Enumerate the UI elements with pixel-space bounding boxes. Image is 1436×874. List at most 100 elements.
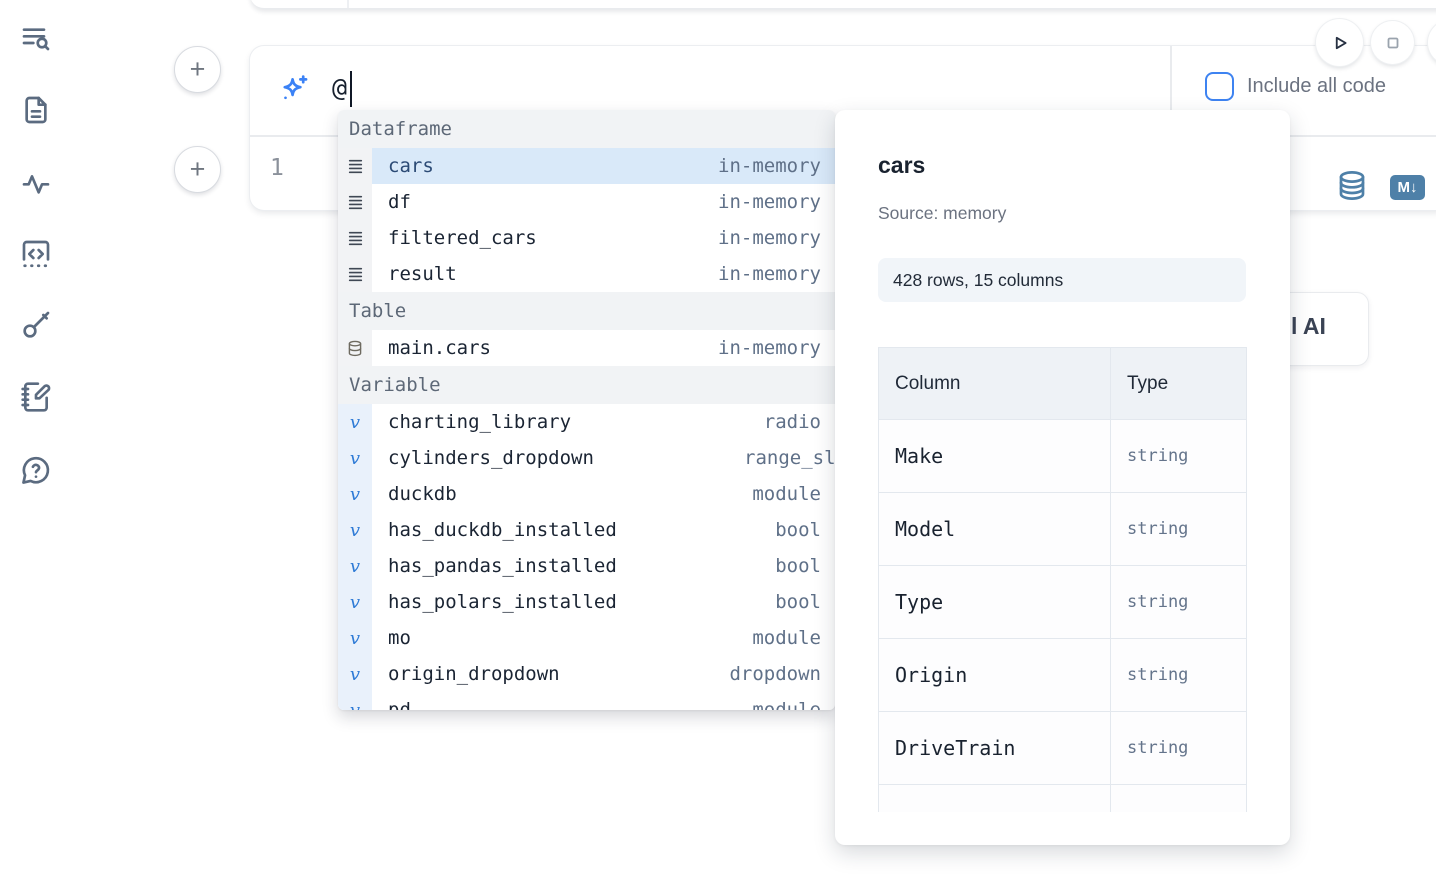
autocomplete-item-cars[interactable]: cars in-memory (338, 148, 835, 184)
item-name: has_polars_installed (388, 591, 617, 613)
dataframe-icon (338, 148, 372, 184)
schema-column-name: Origin (878, 638, 1111, 712)
file-document-icon[interactable] (20, 94, 52, 126)
item-name: duckdb (388, 483, 457, 505)
item-type: bool (775, 519, 821, 541)
autocomplete-item-cylinders_dropdown[interactable]: v cylinders_dropdown range_sli (338, 440, 835, 476)
dataframe-icon (338, 256, 372, 292)
markdown-export-icon[interactable]: M↓ (1390, 175, 1425, 200)
item-name: origin_dropdown (388, 663, 560, 685)
schema-header-type: Type (1110, 347, 1247, 420)
variable-icon: v (338, 548, 372, 584)
item-type: bool (775, 591, 821, 613)
autocomplete-item-main.cars[interactable]: main.cars in-memory (338, 330, 835, 366)
preview-panel: cars Source: memory 428 rows, 15 columns… (835, 110, 1290, 845)
autocomplete-item-filtered_cars[interactable]: filtered_cars in-memory (338, 220, 835, 256)
autocomplete-item-has_pandas_installed[interactable]: v has_pandas_installed bool (338, 548, 835, 584)
schema-column-type: string (1110, 565, 1247, 639)
variable-icon: v (338, 512, 372, 548)
dataframe-icon (338, 184, 372, 220)
key-secrets-icon[interactable] (20, 309, 52, 341)
variable-icon: v (338, 476, 372, 512)
schema-column-name: Model (878, 492, 1111, 566)
schema-header-row: Column Type (878, 347, 1247, 420)
schema-header-column: Column (878, 347, 1111, 420)
schema-column-type: string (1110, 492, 1247, 566)
item-type: in-memory (718, 155, 821, 177)
item-name: result (388, 263, 457, 285)
item-type: in-memory (718, 337, 821, 359)
item-name: cars (388, 155, 434, 177)
autocomplete-section-variable: Variable (338, 366, 835, 404)
variable-icon: v (338, 620, 372, 656)
text-cursor (350, 71, 352, 107)
previous-cell-edge (250, 0, 1436, 9)
schema-column-name: Make (878, 419, 1111, 493)
partial-ai-button-label: l AI (1291, 313, 1326, 339)
item-name: cylinders_dropdown (388, 447, 594, 469)
scratchpad-notebook-icon[interactable] (20, 381, 52, 413)
preview-source: Source: memory (878, 203, 1007, 223)
item-type: in-memory (718, 263, 821, 285)
autocomplete-item-result[interactable]: result in-memory (338, 256, 835, 292)
variable-icon: v (338, 656, 372, 692)
schema-row-partial (878, 784, 1247, 812)
item-type: module (752, 483, 821, 505)
include-all-code-toggle[interactable]: Include all code (1205, 72, 1386, 101)
ai-prompt-input[interactable]: @ (332, 73, 348, 102)
add-cell-above-button[interactable]: + (174, 46, 221, 93)
item-name: mo (388, 627, 411, 649)
item-name: main.cars (388, 337, 491, 359)
include-all-code-checkbox[interactable] (1205, 72, 1234, 101)
autocomplete-item-df[interactable]: df in-memory (338, 184, 835, 220)
item-type: range_sli (744, 447, 835, 469)
code-snippets-icon[interactable] (20, 238, 52, 270)
schema-column-name: Type (878, 565, 1111, 639)
table-of-contents-search-icon[interactable] (20, 23, 52, 55)
item-name: has_duckdb_installed (388, 519, 617, 541)
item-type: module (752, 627, 821, 649)
item-type: bool (775, 555, 821, 577)
item-name: df (388, 191, 411, 213)
help-chat-icon[interactable] (20, 454, 52, 486)
schema-column-type: string (1110, 711, 1247, 785)
run-cell-button[interactable] (1316, 19, 1363, 66)
autocomplete-section-dataframe: Dataframe (338, 110, 835, 148)
schema-column-type: string (1110, 419, 1247, 493)
autocomplete-item-has_duckdb_installed[interactable]: v has_duckdb_installed bool (338, 512, 835, 548)
variable-icon: v (338, 692, 372, 710)
item-name: has_pandas_installed (388, 555, 617, 577)
item-type: radio (763, 411, 821, 433)
item-type: in-memory (718, 191, 821, 213)
stop-cell-button[interactable] (1371, 21, 1414, 64)
preview-row-col-summary: 428 rows, 15 columns (878, 258, 1246, 302)
prompt-divider (1170, 46, 1172, 134)
schema-column-type: string (1110, 638, 1247, 712)
autocomplete-section-table: Table (338, 292, 835, 330)
preview-title: cars (878, 152, 926, 178)
item-name: filtered_cars (388, 227, 537, 249)
database-panel-icon[interactable] (1336, 169, 1368, 205)
ai-sparkles-icon (277, 73, 311, 107)
item-type: in-memory (718, 227, 821, 249)
variable-icon: v (338, 440, 372, 476)
edge-clipped-button[interactable] (1428, 20, 1436, 65)
activity-pulse-icon[interactable] (20, 167, 52, 199)
item-name: charting_library (388, 411, 572, 433)
add-cell-below-button[interactable]: + (174, 146, 221, 193)
